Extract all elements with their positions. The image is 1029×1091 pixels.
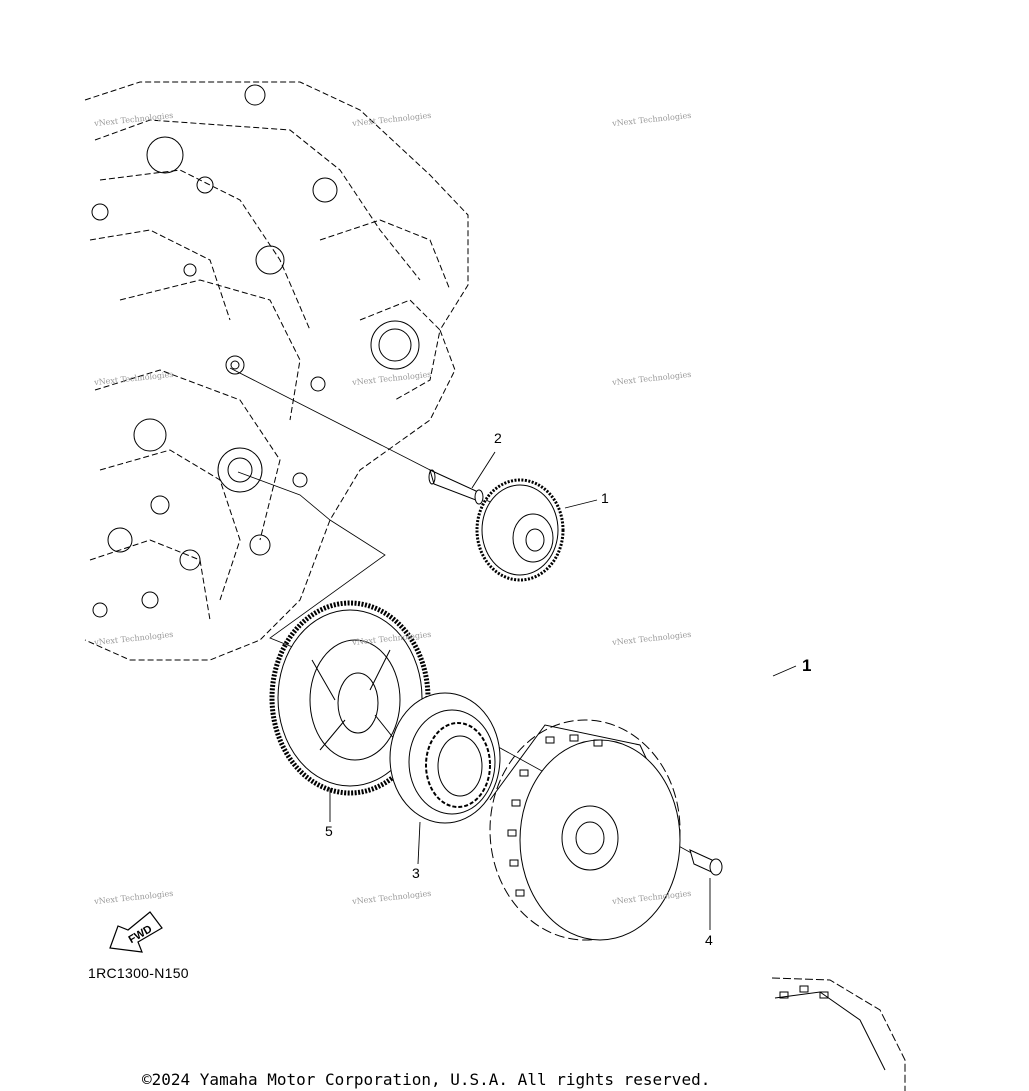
callout-1: 1 (601, 490, 609, 506)
fwd-arrow-icon (109, 911, 163, 953)
part-4-bolt (689, 849, 723, 876)
flywheel-rotor (489, 719, 681, 941)
engine-details (91, 84, 420, 618)
callout-2: 2 (494, 430, 502, 446)
callout-3: 3 (412, 865, 420, 881)
part-2-shaft (428, 469, 484, 505)
reference-code: 1RC1300-N150 (88, 965, 189, 981)
fwd-label: FWD (127, 923, 155, 946)
callout-1-assembly: 1 (802, 656, 812, 675)
leader-lines (329, 451, 797, 930)
engine-crankcase (84, 81, 469, 661)
callout-5: 5 (325, 823, 333, 839)
callout-4: 4 (705, 932, 713, 948)
part-1-idler-gear (475, 478, 565, 582)
copyright-notice: ©2024 Yamaha Motor Corporation, U.S.A. A… (142, 1070, 711, 1089)
part-3-starter-clutch (389, 692, 501, 824)
partial-rotor-corner (771, 977, 906, 1091)
